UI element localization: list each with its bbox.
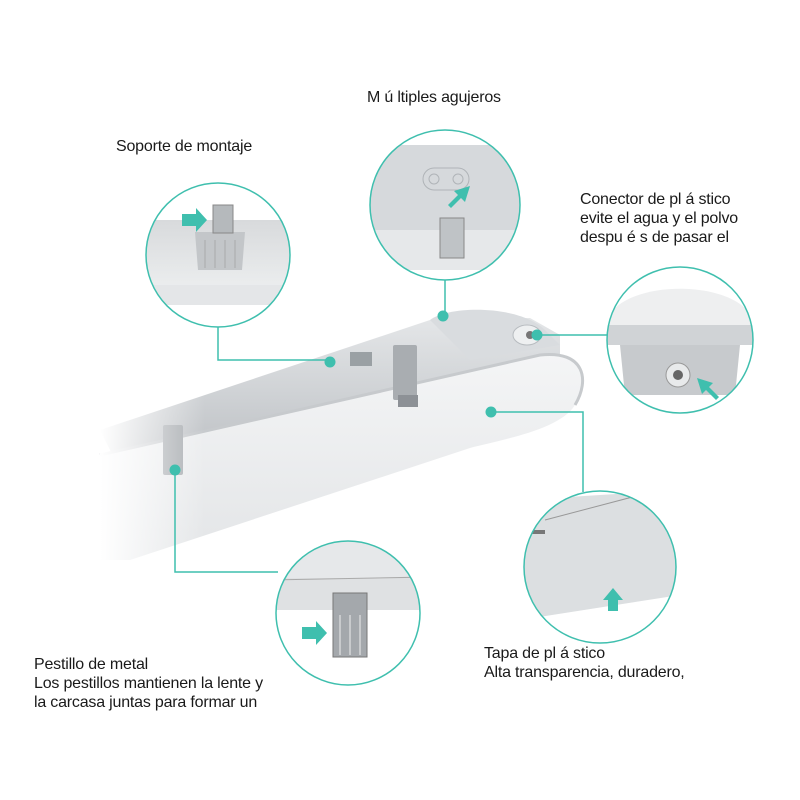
arrow-icon [603, 588, 623, 611]
callout-title: Conector de pl á stico [580, 191, 731, 208]
arrow-icon [302, 621, 327, 645]
callout-title: Soporte de montaje [116, 138, 253, 155]
callout-circle-multiple-holes [369, 129, 521, 281]
callout-title: Tapa de pl á stico [484, 645, 605, 662]
label-multiple-holes: M ú ltiples agujeros [367, 88, 501, 107]
callout-title: M ú ltiples agujeros [367, 89, 501, 106]
callout-description: evite el agua y el polvo [580, 210, 738, 227]
leader-lines [174, 280, 607, 573]
callout-title: Pestillo de metal [34, 656, 148, 673]
arrow-icon [697, 378, 719, 400]
callout-description: Los pestillos mantienen la lente y [34, 675, 263, 692]
label-mounting-bracket: Soporte de montaje [116, 137, 252, 156]
arrow-icon [182, 208, 207, 232]
label-plastic-connector: Conector de pl á stico evite el agua y e… [580, 190, 738, 247]
callout-description: Alta transparencia, duradero, [484, 664, 685, 681]
label-metal-latch: Pestillo de metal Los pestillos mantiene… [34, 655, 263, 712]
callout-description: despu é s de pasar el [580, 229, 729, 246]
callout-circle-plastic-connector [606, 266, 754, 414]
arrow-icon [448, 186, 470, 208]
leader-dots [169, 310, 543, 476]
light-fixture [99, 300, 584, 580]
callout-description: la carcasa juntas para formar un [34, 694, 258, 711]
callout-circle-plastic-cover [523, 490, 677, 644]
callout-circle-mounting-bracket [145, 182, 291, 328]
label-plastic-cover: Tapa de pl á stico Alta transparencia, d… [484, 644, 685, 682]
